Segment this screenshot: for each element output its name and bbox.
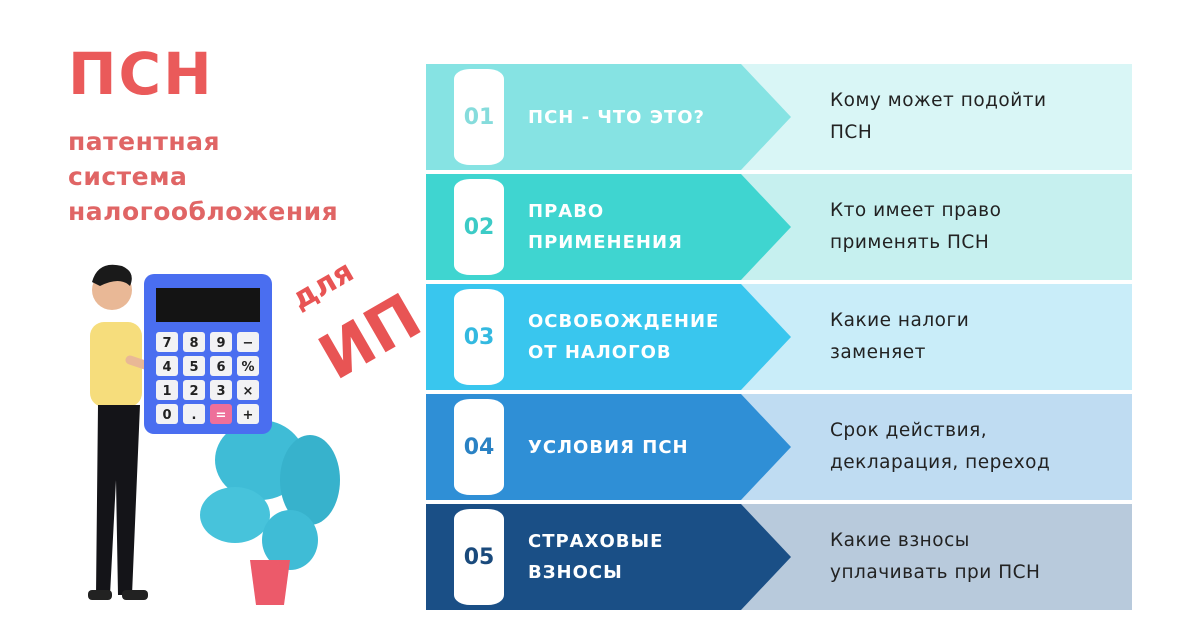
plant-icon [200,420,340,605]
calculator-key-label: − [243,336,254,351]
calculator-key-label: × [243,384,254,399]
calculator-key-label: 2 [189,384,198,399]
calculator-key [183,356,205,376]
calculator-illustration: 7 8 9 − 4 5 6% 1 2 3 × 0. = + [88,264,340,605]
topic-number: 04 [454,399,504,495]
calculator-key-label: 6 [216,360,225,375]
calculator-key-label: 8 [189,336,198,351]
person-icon [88,264,195,600]
topic-label: ПРАВО ПРИМЕНЕНИЯ [528,201,683,253]
calculator-key-label: = [216,408,227,423]
topic-description: Какие налоги заменяет [830,310,970,363]
topic-row-05: 05 СТРАХОВЫЕ ВЗНОСЫ Какие взносы уплачив… [426,504,1132,610]
calculator-key-label: 3 [216,384,225,399]
calculator-key [156,356,178,376]
calculator-icon: 7 8 9 − 4 5 6% 1 2 3 × 0. = + [144,274,272,434]
calculator-key [183,332,205,352]
topic-label: УСЛОВИЯ ПСН [528,436,689,458]
topic-label: ОСВОБОЖДЕНИЕ ОТ НАЛОГОВ [528,311,720,363]
calculator-key [210,356,232,376]
calculator-key [237,380,259,400]
calculator-key [183,404,205,424]
calculator-key [237,356,259,376]
subtitle: патентная система налогообложения [68,127,339,226]
topic-description: Какие взносы уплачивать при ПСН [830,530,1041,583]
topic-row-01: 01 ПСН - ЧТО ЭТО? Кому может подойти ПСН [426,64,1132,170]
topic-number: 02 [454,179,504,275]
calculator-key-label: + [243,408,254,423]
calculator-key [183,380,205,400]
main-title: ПСН [68,40,214,108]
topic-number: 01 [454,69,504,165]
calculator-key [237,404,259,424]
calculator-key-label: % [241,360,254,375]
topic-row-04: 04 УСЛОВИЯ ПСН Срок действия, декларация… [426,394,1132,500]
topic-number: 05 [454,509,504,605]
topic-row-03: 03 ОСВОБОЖДЕНИЕ ОТ НАЛОГОВ Какие налоги … [426,284,1132,390]
calculator-key-label: 5 [189,360,198,375]
topic-label: ПСН - ЧТО ЭТО? [528,106,705,128]
calculator-key [156,380,178,400]
topic-number: 03 [454,289,504,385]
calculator-key-label: 7 [162,336,171,351]
topics-list: 01 ПСН - ЧТО ЭТО? Кому может подойти ПСН… [426,64,1132,614]
calculator-key [156,332,178,352]
calculator-key-label: . [192,408,197,423]
topic-description: Кому может подойти ПСН [830,90,1047,143]
calculator-key [210,380,232,400]
calculator-key-label: 9 [216,336,225,351]
calculator-key-label: 1 [162,384,171,399]
calculator-key [237,332,259,352]
calculator-key-label: 4 [162,360,171,375]
calculator-key [156,404,178,424]
topic-label: СТРАХОВЫЕ ВЗНОСЫ [528,531,664,583]
calculator-key [210,332,232,352]
topic-description: Кто имеет право применять ПСН [830,200,1002,253]
calculator-key-label: 0 [162,408,171,423]
topic-description: Срок действия, декларация, переход [830,420,1051,473]
calculator-key [210,404,232,424]
topic-row-02: 02 ПРАВО ПРИМЕНЕНИЯ Кто имеет право прим… [426,174,1132,280]
